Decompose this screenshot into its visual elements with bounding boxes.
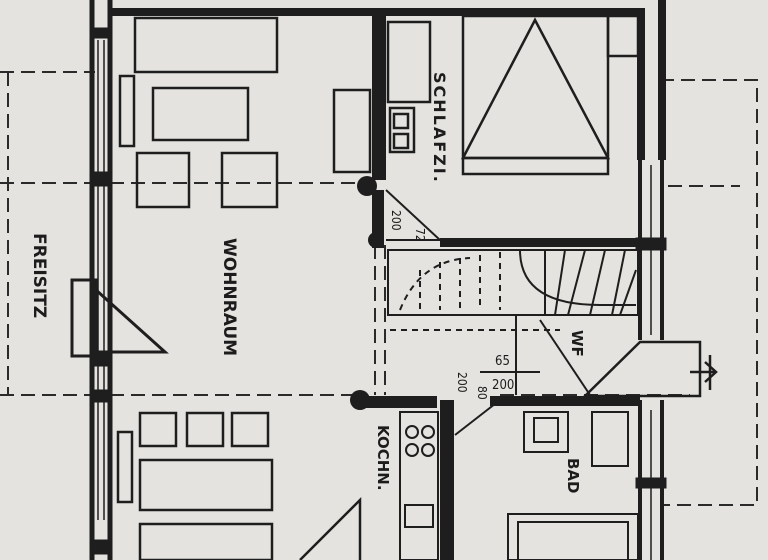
kitchen-counter bbox=[399, 411, 439, 560]
cabinet bbox=[332, 88, 372, 174]
stove-burner bbox=[421, 443, 435, 457]
armchair bbox=[135, 151, 191, 209]
chair bbox=[138, 411, 178, 448]
stair-step bbox=[589, 249, 606, 316]
sofa bbox=[138, 458, 274, 512]
dimension-labels: 200 72 65 200 200 80 bbox=[389, 210, 514, 400]
wall-bedroom-west bbox=[372, 10, 386, 180]
right-window-mullion bbox=[635, 477, 667, 489]
balcony-outline bbox=[660, 79, 758, 506]
window-mullion bbox=[89, 27, 113, 39]
wall-bath-north bbox=[490, 396, 640, 406]
window-mullion bbox=[89, 171, 113, 187]
terrace-door bbox=[70, 278, 169, 358]
kitchen-fittings bbox=[399, 411, 439, 560]
washbasin-bowl bbox=[533, 417, 559, 443]
chair bbox=[185, 411, 225, 448]
stair-handrail bbox=[519, 249, 636, 306]
wall-end-cap bbox=[357, 176, 377, 196]
washbasin bbox=[523, 411, 569, 453]
stove-burner bbox=[421, 425, 435, 439]
lower-door-swing bbox=[299, 496, 362, 560]
room-label-freisitz: FREISITZ bbox=[29, 233, 49, 318]
room-label-schlafzi: SCHLAFZI. bbox=[430, 72, 449, 184]
shelf-unit bbox=[388, 106, 416, 154]
bedroom-furniture bbox=[386, 14, 640, 176]
right-wall-upper bbox=[637, 8, 645, 160]
toilet bbox=[591, 411, 629, 467]
room-label-kochn: KOCHN. bbox=[374, 425, 392, 491]
window-mullion bbox=[89, 389, 113, 403]
room-label-wohnraum: WOHNRAUM bbox=[219, 238, 239, 356]
stair-step bbox=[567, 249, 586, 316]
dimension-door-80: 80 bbox=[475, 386, 489, 400]
shelf-box bbox=[392, 132, 410, 150]
wardrobe bbox=[386, 20, 432, 104]
dimension-stair-200: 200 bbox=[492, 378, 514, 393]
staircase bbox=[387, 249, 639, 396]
bathtub-inner bbox=[517, 521, 629, 560]
bathroom-fittings bbox=[507, 411, 639, 560]
wall-end-cap bbox=[350, 390, 370, 410]
dimension-stair-65: 65 bbox=[495, 354, 510, 369]
living-furniture bbox=[116, 16, 372, 560]
bathtub bbox=[507, 513, 639, 560]
dimension-door-72: 72 bbox=[413, 228, 427, 242]
chair bbox=[230, 411, 270, 448]
nightstand bbox=[606, 14, 640, 58]
room-labels: WOHNRAUM FREISITZ SCHLAFZI. KOCHN. BAD W… bbox=[29, 72, 586, 494]
armchair bbox=[220, 151, 279, 209]
wall-kitchen-north bbox=[355, 396, 437, 408]
dimension-door-200: 200 bbox=[389, 210, 403, 231]
stove-burner bbox=[405, 443, 419, 457]
wall-bedroom-south bbox=[440, 238, 640, 247]
stair-outline bbox=[387, 249, 639, 316]
stair-lower-diagonal bbox=[539, 319, 591, 396]
entrance-door-swing bbox=[581, 340, 702, 398]
right-outer-wall-upper bbox=[658, 0, 666, 160]
wall-end-cap bbox=[368, 232, 384, 248]
entry-arrow-head bbox=[704, 361, 718, 383]
right-window-mullion bbox=[635, 237, 667, 251]
stair-dashed-curve bbox=[399, 257, 471, 311]
bedroom-door-swing bbox=[385, 189, 443, 241]
dining-table bbox=[151, 86, 250, 142]
stove-burner bbox=[405, 425, 419, 439]
dimension-door-200-lower: 200 bbox=[455, 372, 469, 393]
room-label-wf: WF bbox=[568, 330, 586, 357]
radiator bbox=[116, 430, 134, 504]
interior-walls bbox=[355, 10, 640, 560]
right-window-wall bbox=[635, 160, 667, 560]
dashed-outlines bbox=[0, 71, 758, 506]
room-label-bad: BAD bbox=[564, 458, 582, 494]
sideboard bbox=[133, 16, 279, 74]
terrace-door-swing bbox=[94, 288, 169, 354]
shelf-box bbox=[392, 112, 410, 130]
window-mullion bbox=[89, 351, 113, 367]
stair-step bbox=[554, 249, 566, 316]
wall-kitchen-east bbox=[440, 400, 454, 560]
kitchen-sink bbox=[404, 504, 434, 528]
window-mullion bbox=[89, 539, 113, 555]
stair-step bbox=[619, 269, 637, 316]
radiator bbox=[118, 74, 136, 148]
bath-door-swing bbox=[454, 399, 501, 436]
stair-step bbox=[611, 249, 626, 316]
double-bed bbox=[461, 14, 610, 176]
terrace-door-leaf bbox=[70, 278, 98, 358]
entrance bbox=[581, 340, 718, 398]
table-lower bbox=[138, 522, 274, 560]
